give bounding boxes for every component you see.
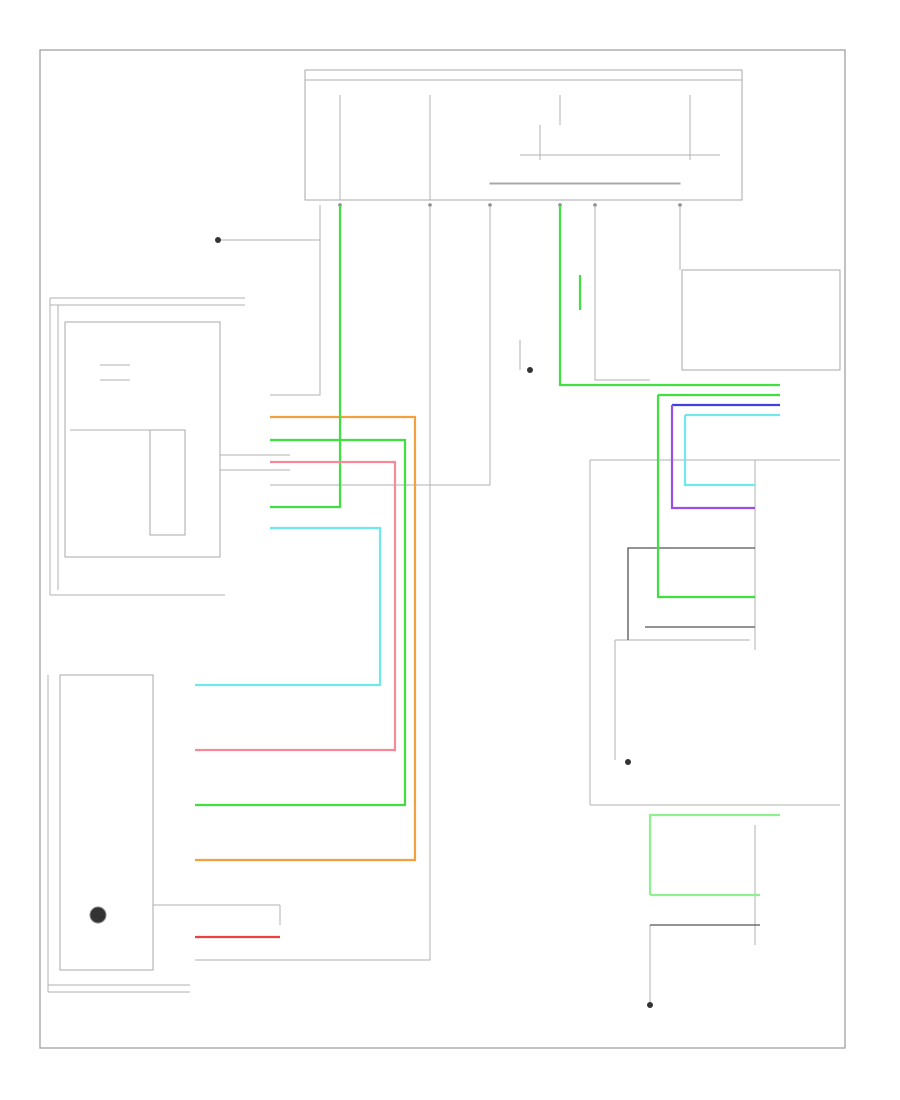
cyan-wire-1 bbox=[195, 526, 382, 687]
ground-dot-right bbox=[625, 759, 631, 765]
green-wire-5 bbox=[656, 395, 755, 599]
green-wire-3 bbox=[558, 205, 780, 387]
colored-wires bbox=[195, 205, 780, 939]
cyan-wire-3 bbox=[683, 415, 755, 487]
dark-wires bbox=[627, 547, 760, 926]
ground-dot-bottom bbox=[647, 1002, 653, 1008]
green-wire-2 bbox=[270, 205, 342, 509]
connector-dots bbox=[215, 237, 653, 1008]
top-control-unit bbox=[304, 69, 743, 207]
ground-dot-mid bbox=[527, 367, 533, 373]
right-modules bbox=[589, 205, 841, 1000]
orange-wire bbox=[195, 415, 417, 862]
pink-wire bbox=[195, 460, 397, 752]
green-wire-1 bbox=[195, 438, 407, 807]
green-wire-6 bbox=[648, 813, 780, 895]
gray-wires bbox=[195, 205, 651, 1005]
ground-dot-top bbox=[215, 237, 221, 243]
diagram-frame bbox=[39, 49, 846, 1049]
left-control-module bbox=[49, 297, 290, 596]
purple-wire bbox=[670, 405, 755, 510]
bottom-left-module bbox=[47, 674, 281, 993]
